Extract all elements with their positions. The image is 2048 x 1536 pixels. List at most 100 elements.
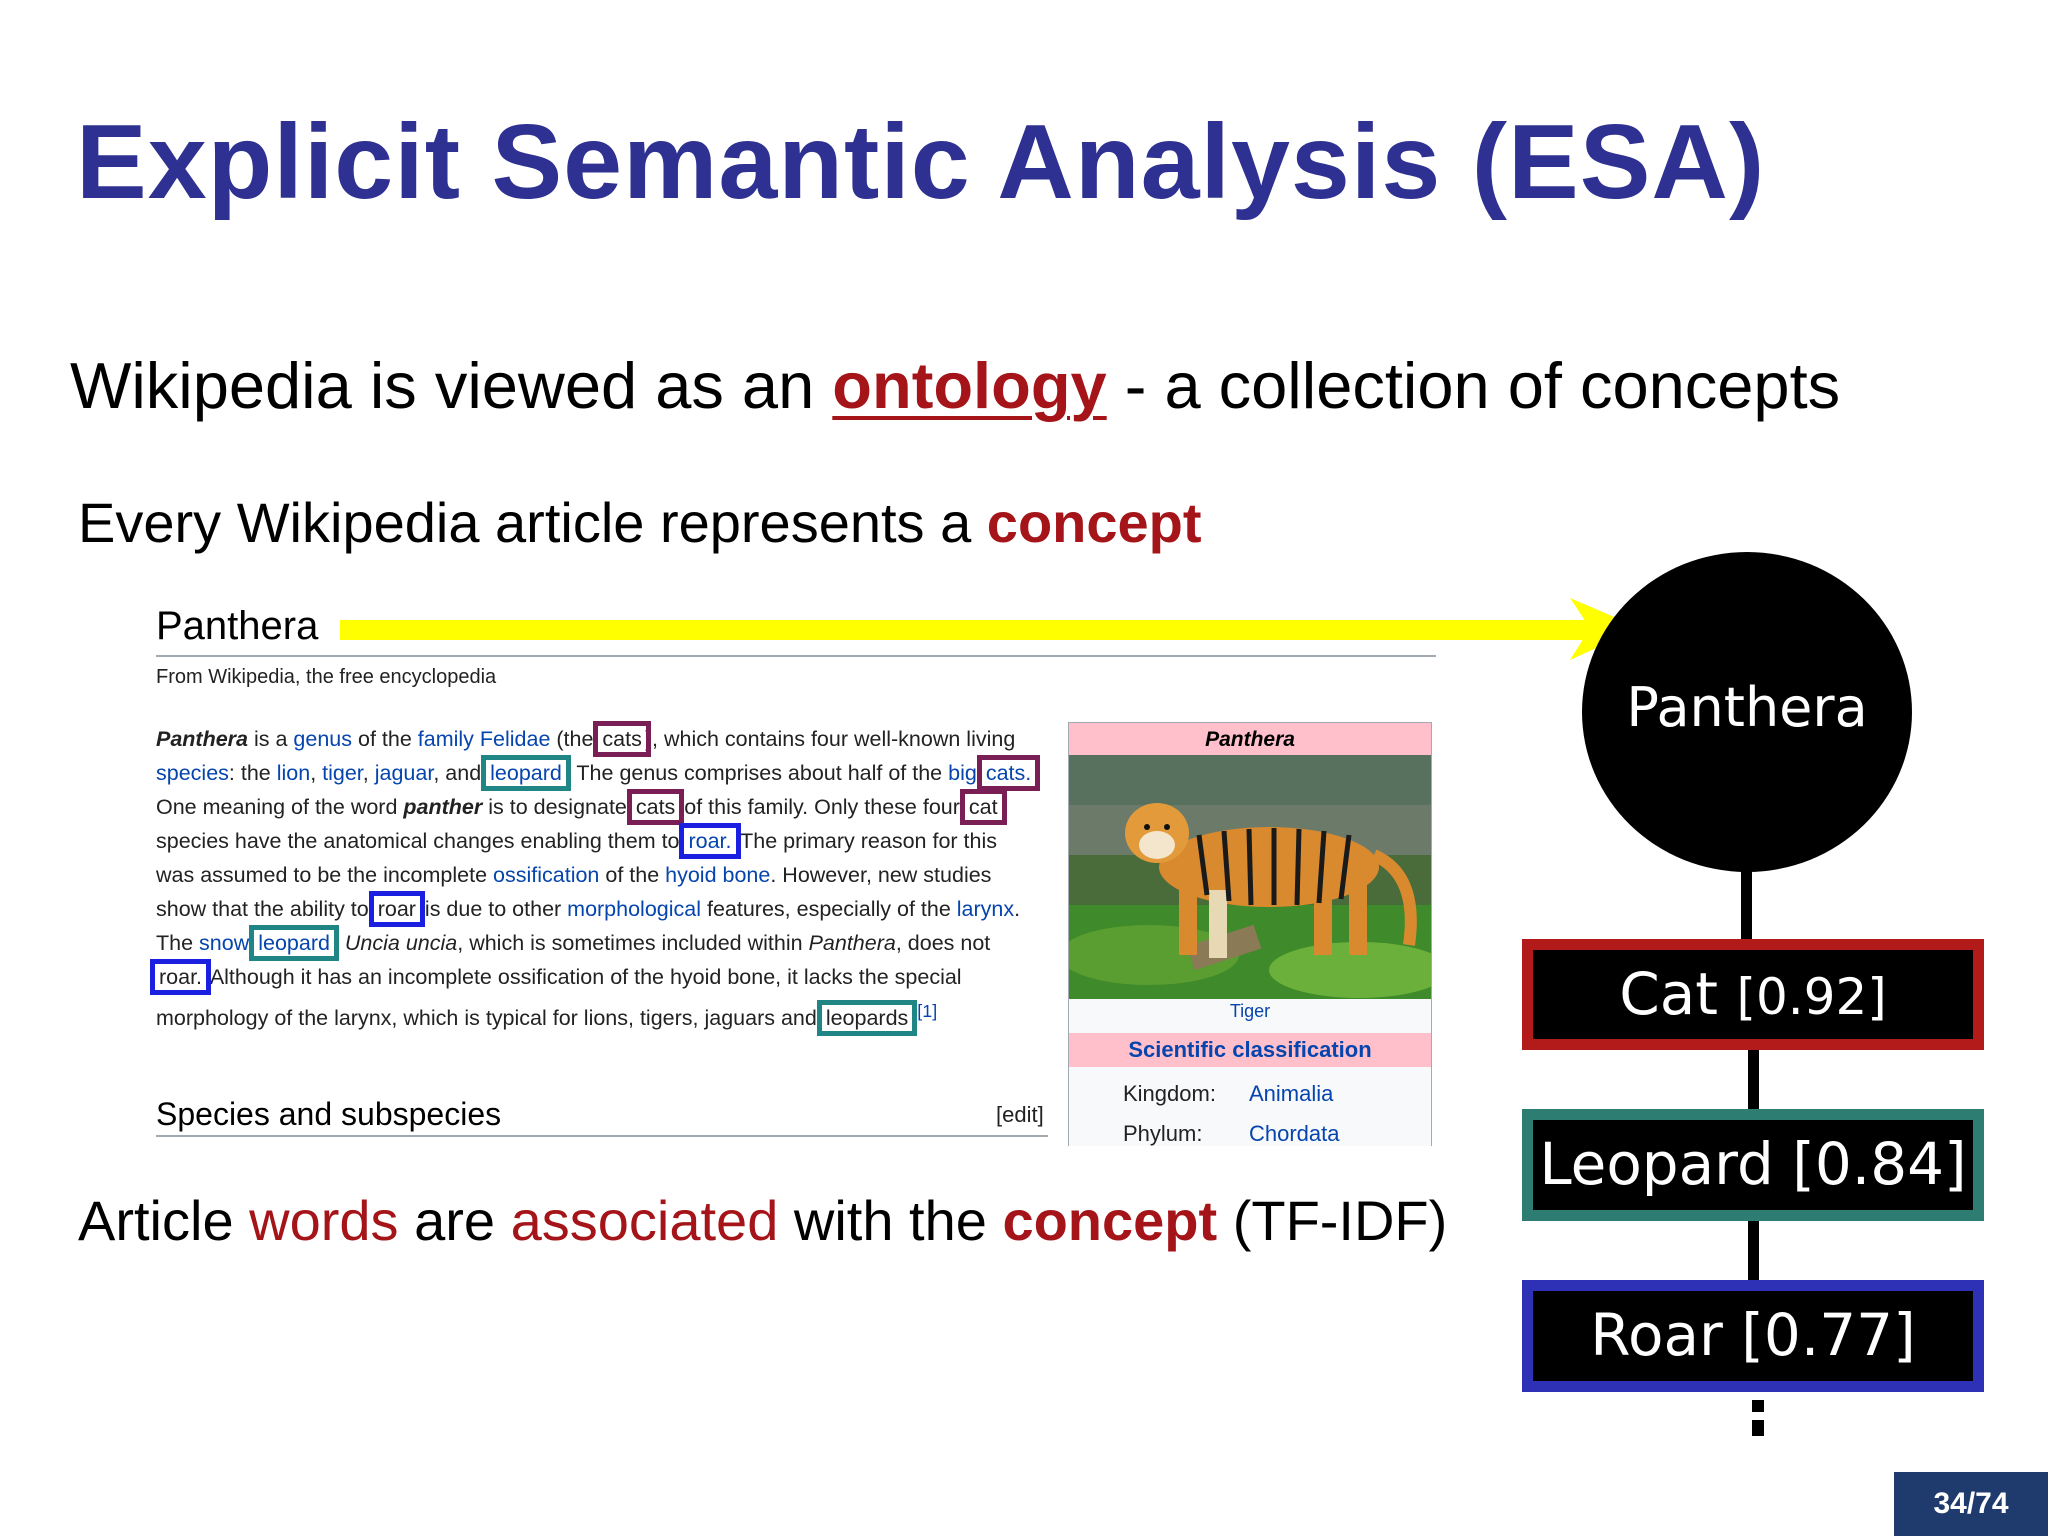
body-text: features, especially of the [701,897,957,921]
statement-text: are [398,1189,511,1252]
statement-text: with the [778,1189,1003,1252]
highlight-roar: roar [368,891,425,927]
statement-tfidf: Article words are associated with the co… [78,1188,1447,1253]
statement-text: - a collection of concepts [1106,349,1841,422]
statement-text: Article [78,1189,250,1252]
link-hyoid-bone[interactable]: hyoid bone [665,863,771,887]
highlight-leopard: leopards [816,1000,918,1037]
connector-line [1748,1046,1759,1114]
classification-value-link[interactable]: Chordata [1249,1121,1340,1146]
link-morphological[interactable]: morphological [567,897,702,921]
body-text: ), which contains four well-known living [644,727,1016,751]
statement-ontology: Wikipedia is viewed as an ontology - a c… [70,348,1840,423]
link-lion[interactable]: lion [276,761,311,785]
highlight-cat: cat [959,789,1007,825]
body-text: . [911,1006,918,1031]
tiger-illustration [1069,755,1431,999]
concept-node [1582,552,1912,872]
body-text: is a [248,727,294,751]
reference-link[interactable]: [1] [917,1001,938,1021]
body-text: of the [352,727,418,751]
body-text: is to designate [482,795,633,819]
body-text: (the [550,727,600,751]
feature-weight: [0.77] [1741,1301,1916,1369]
section-divider [156,1135,1048,1137]
tiger-image[interactable] [1069,755,1431,999]
body-text: is due to other [418,897,568,921]
body-text: Panthera [808,931,896,955]
link-species[interactable]: species [156,761,229,785]
highlight-roar[interactable]: roar. [679,823,741,859]
body-text [977,761,983,785]
feature-word: Leopard [1539,1130,1774,1198]
body-text: Uncia uncia [344,931,458,955]
wikipedia-article-snippet: Panthera From Wikipedia, the free encycl… [150,598,1440,1146]
feature-weight: [0.92] [1736,968,1887,1026]
body-text: . The genus comprises about half of the [564,761,949,785]
link-family[interactable]: family [417,727,474,751]
link-felidae[interactable]: Felidae [479,727,551,751]
highlight-cat[interactable]: cats. [976,755,1041,791]
ontology-highlight: ontology [832,349,1107,422]
statement-concept: Every Wikipedia article represents a con… [78,490,1202,555]
feature-weight: [0.84] [1792,1130,1967,1198]
highlight-leopard[interactable]: leopard [481,755,571,791]
feature-box-cat: Cat [0.92] [1522,939,1984,1050]
body-text: , [310,761,323,785]
slide-title: Explicit Semantic Analysis (ESA) [76,103,1766,221]
highlight-cat: cats [626,789,685,825]
link-genus[interactable]: genus [293,727,353,751]
scientific-classification-header: Scientific classification [1069,1033,1431,1067]
body-text: : the [228,761,277,785]
concept-highlight: concept [986,491,1202,554]
body-text: , does not [895,931,991,955]
body-text: One meaning of the word [156,795,404,819]
classification-value-link[interactable]: Animalia [1249,1081,1334,1106]
ellipsis-dot [1752,1400,1764,1412]
link-larynx[interactable]: larynx [956,897,1015,921]
body-text: . However, new studies show that the abi… [156,863,992,921]
concept-highlight: concept [1002,1189,1218,1252]
arrow-to-concept [340,598,1640,660]
link-snow[interactable]: snow [199,931,250,955]
link-big[interactable]: big [948,761,977,785]
feature-box-roar: Roar [0.77] [1522,1280,1984,1392]
infobox-header: Panthera [1069,723,1431,755]
statement-text: (TF-IDF) [1217,1189,1448,1252]
highlight-cat: cats [593,721,651,757]
body-text: , [362,761,375,785]
feature-box-leopard: Leopard [0.84] [1522,1109,1984,1221]
connector-line [1741,868,1752,944]
classification-label: Kingdom: [1123,1081,1216,1106]
statement-text: Every Wikipedia article represents a [78,491,987,554]
body-text: , which is sometimes included within [457,931,809,955]
feature-word: Cat [1619,960,1718,1028]
body-text: of the [599,863,666,887]
connector-line [1748,1216,1759,1284]
link-ossification[interactable]: ossification [493,863,600,887]
body-text: panther [403,795,483,819]
link-tiger[interactable]: tiger [322,761,363,785]
image-caption[interactable]: Tiger [1229,1001,1271,1021]
body-text: Although it has an incomplete ossificati… [156,965,962,1031]
edit-link[interactable]: [edit] [996,1102,1044,1127]
article-body: Panthera is a genus of the family Felida… [150,721,1041,1037]
article-title: Panthera [156,604,319,648]
body-text: , [332,931,345,955]
highlight-leopard[interactable]: leopard [249,925,339,961]
arrow-shaft [340,620,1590,640]
associated-highlight: associated [510,1189,779,1252]
body-text: . The [156,897,1021,955]
highlight-roar: roar. [150,959,212,995]
body-text: of this family. Only these four [678,795,966,819]
body-text: The primary reason for this was assumed … [156,829,997,887]
link-jaguar[interactable]: jaguar [374,761,434,785]
statement-text: Wikipedia is viewed as an [70,349,833,422]
body-text: Panthera [156,727,249,751]
body-text: species have the anatomical changes enab… [156,829,686,853]
classification-label: Phylum: [1123,1121,1203,1146]
body-text: , and [433,761,488,785]
concept-label: Panthera [1626,676,1868,739]
words-highlight: words [249,1189,399,1252]
title-divider [156,655,1436,657]
